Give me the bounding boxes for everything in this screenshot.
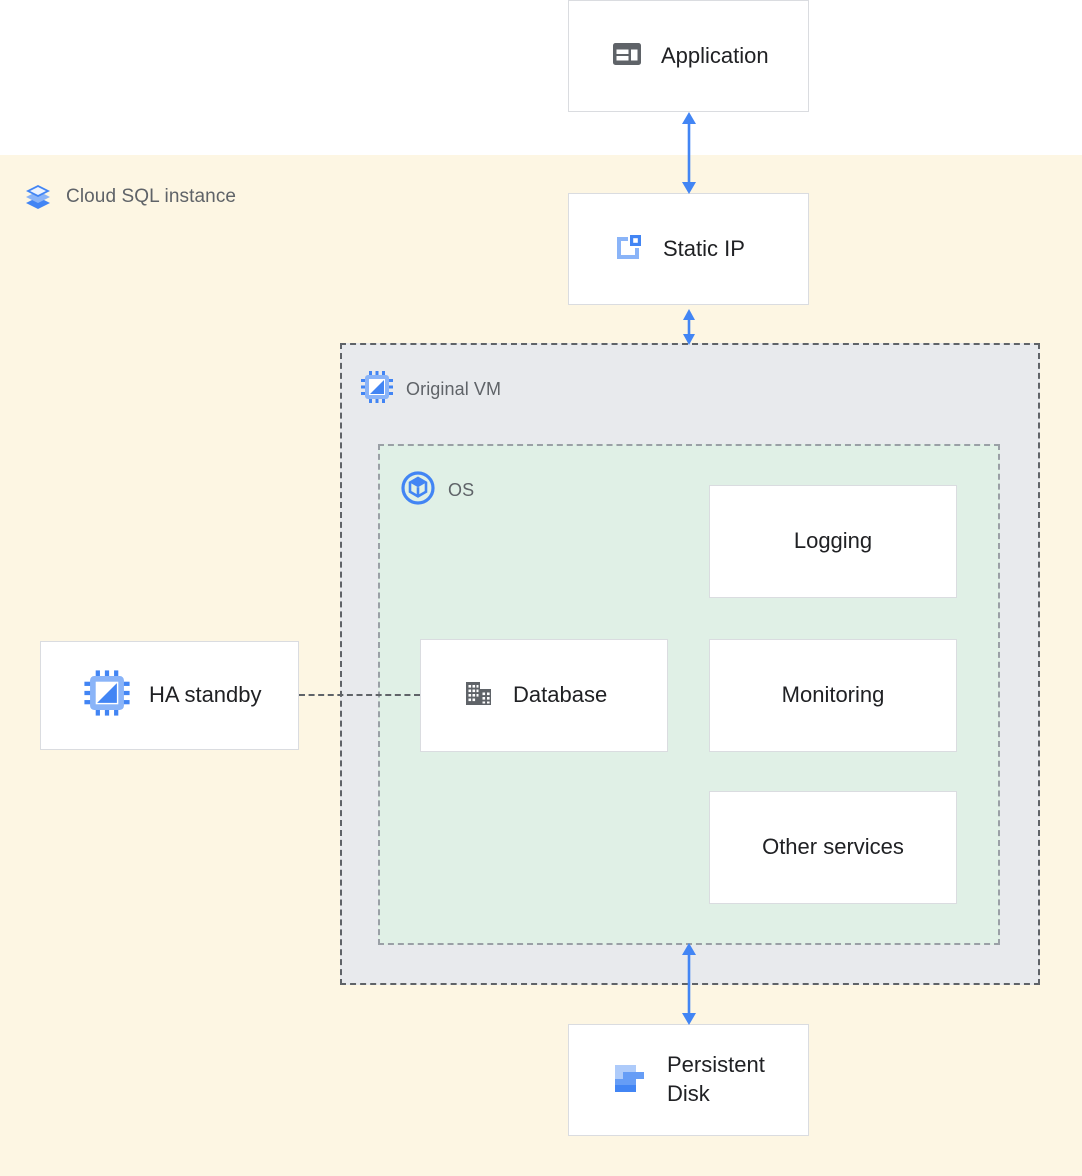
database-building-icon	[463, 677, 495, 714]
os-container-circle-icon	[400, 470, 436, 511]
node-database[interactable]: Database	[420, 639, 668, 752]
node-application-label: Application	[661, 42, 769, 68]
node-ha-standby-label: HA standby	[149, 682, 262, 708]
node-logging[interactable]: Logging	[709, 485, 957, 598]
connector-ha-standby-to-database	[299, 694, 420, 696]
original-vm-label-group: Original VM	[360, 370, 501, 409]
node-static-ip[interactable]: Static IP	[568, 193, 809, 305]
os-label: OS	[448, 480, 475, 500]
connector-application-to-static-ip	[682, 112, 696, 194]
original-vm-label: Original VM	[406, 379, 502, 399]
vm-chip-icon	[83, 669, 131, 722]
static-ip-icon	[611, 230, 645, 269]
cloud-sql-stacked-layers-icon	[22, 178, 54, 215]
node-persistent-disk-label: Persistent Disk	[667, 1052, 765, 1106]
node-other-services-label: Other services	[762, 834, 904, 860]
node-database-label: Database	[513, 682, 608, 708]
connector-static-ip-to-original-vm	[683, 309, 695, 345]
node-other-services[interactable]: Other services	[709, 791, 957, 904]
node-logging-label: Logging	[793, 528, 873, 554]
vm-chip-icon	[360, 370, 394, 409]
node-monitoring[interactable]: Monitoring	[709, 639, 957, 752]
node-application[interactable]: Application	[568, 0, 809, 112]
node-persistent-disk[interactable]: Persistent Disk	[568, 1024, 809, 1136]
persistent-disk-icon	[611, 1059, 649, 1102]
cloud-sql-instance-label: Cloud SQL instance	[66, 185, 237, 207]
cloud-sql-instance-label-group: Cloud SQL instance	[22, 178, 236, 215]
os-label-group: OS	[400, 470, 474, 511]
node-ha-standby[interactable]: HA standby	[40, 641, 299, 750]
connector-os-to-persistent-disk	[682, 943, 696, 1025]
application-window-icon	[611, 38, 643, 75]
node-static-ip-label: Static IP	[663, 235, 745, 261]
node-monitoring-label: Monitoring	[781, 682, 885, 708]
